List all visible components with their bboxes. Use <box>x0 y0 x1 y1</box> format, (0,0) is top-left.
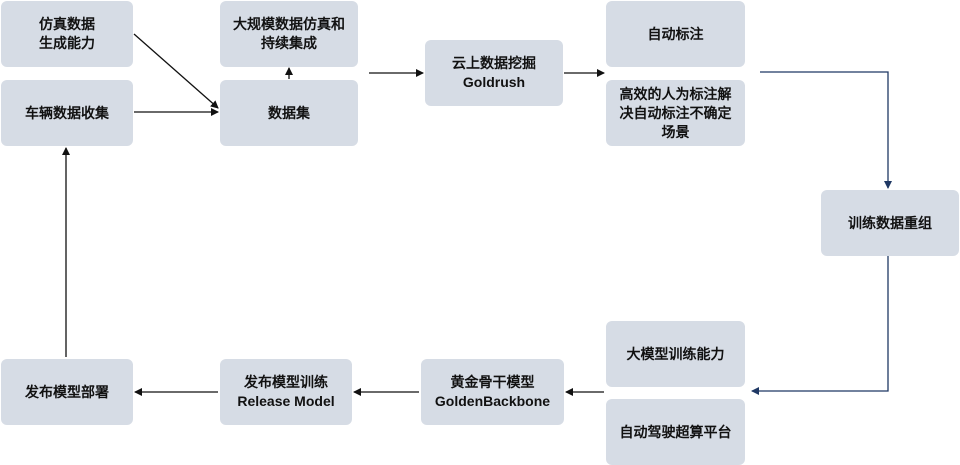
node-release-model-deploy: 发布模型部署 <box>1 359 133 425</box>
node-sim-data-capability: 仿真数据 生成能力 <box>1 1 133 67</box>
node-release-model-training: 发布模型训练 Release Model <box>220 359 352 425</box>
node-training-data-reorg: 训练数据重组 <box>821 190 959 256</box>
node-golden-backbone: 黄金骨干模型 GoldenBackbone <box>421 359 564 425</box>
node-cloud-data-mining: 云上数据挖掘 Goldrush <box>425 40 563 106</box>
arrow-reorg-to-platform <box>751 256 889 395</box>
node-human-labeling: 高效的人为标注解 决自动标注不确定 场景 <box>606 80 745 146</box>
node-autodrive-supercompute: 自动驾驶超算平台 <box>606 399 745 465</box>
node-large-scale-simulation: 大规模数据仿真和 持续集成 <box>220 1 358 67</box>
arrow-label-to-reorg <box>760 71 892 189</box>
arrow-sim-to-dataset <box>133 33 219 109</box>
node-auto-labeling: 自动标注 <box>606 1 745 67</box>
node-dataset: 数据集 <box>220 80 358 146</box>
node-big-model-training: 大模型训练能力 <box>606 321 745 387</box>
node-vehicle-data-collection: 车辆数据收集 <box>1 80 133 146</box>
